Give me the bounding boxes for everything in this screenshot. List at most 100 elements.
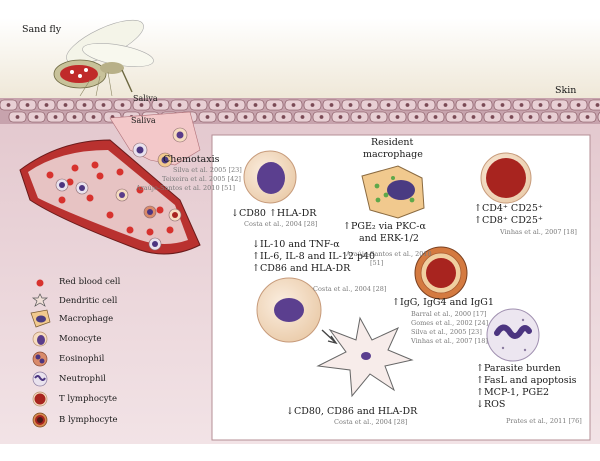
neutrophil-citation: Prates et al., 2011 [76] xyxy=(506,417,582,425)
skin-cell-nucleus xyxy=(395,115,400,119)
skin-cell-nucleus xyxy=(25,103,30,107)
panel-monocyte-cell xyxy=(243,150,297,204)
skin-cell-nucleus xyxy=(310,103,315,107)
bite-site xyxy=(109,111,201,166)
red-blood-cell xyxy=(91,161,99,169)
legend-label-neutrophil: Neutrophil xyxy=(59,374,106,384)
skin-cell-nucleus xyxy=(196,103,201,107)
skin-cell-nucleus xyxy=(547,115,552,119)
skin-cell-nucleus xyxy=(424,103,429,107)
legend-icons xyxy=(30,279,51,428)
migrating-cell-nucleus xyxy=(136,146,144,154)
white-blood-cell-nucleus xyxy=(59,182,65,188)
red-blood-cell xyxy=(156,206,164,214)
skin-cell-nucleus xyxy=(357,115,362,119)
skin-cell-nucleus xyxy=(101,103,106,107)
skin-cell-nucleus xyxy=(158,103,163,107)
skin-cell-nucleus xyxy=(414,115,419,119)
skin-cell-nucleus xyxy=(63,103,68,107)
b-lymphocyte-icon xyxy=(32,412,48,428)
skin-cell-nucleus xyxy=(300,115,305,119)
red-blood-cell xyxy=(106,211,114,219)
skin-cell-nucleus xyxy=(576,103,581,107)
white-blood-cell-nucleus xyxy=(172,212,178,218)
white-blood-cell-nucleus xyxy=(119,192,125,198)
skin-cell-nucleus xyxy=(243,115,248,119)
resident-macrophage-citation-2: [51] xyxy=(370,259,384,267)
skin-cell-nucleus xyxy=(15,115,20,119)
red-blood-cell xyxy=(86,194,94,202)
sand-fly-illustration xyxy=(53,19,154,97)
skin-cell-nucleus xyxy=(120,103,125,107)
skin-cell-nucleus xyxy=(82,103,87,107)
skin-cell-nucleus xyxy=(509,115,514,119)
t-lymphocyte-effect-2: ↑CD8⁺ CD25⁺ xyxy=(474,215,543,226)
skin-cell-nucleus xyxy=(585,115,590,119)
skin-cell-nucleus xyxy=(452,115,457,119)
macrophage2-citation: Costa et al., 2004 [28] xyxy=(313,285,387,293)
skin-cell-nucleus xyxy=(224,115,229,119)
saliva-label: Saliva xyxy=(131,116,156,125)
skin-cells xyxy=(0,99,600,123)
chemotaxis-title: Chemotaxis xyxy=(163,154,220,165)
legend-label-t-lymphocyte: T lymphocyte xyxy=(59,394,117,404)
skin-cell-nucleus xyxy=(272,103,277,107)
skin-cell-nucleus xyxy=(34,115,39,119)
skin-cell-nucleus xyxy=(72,115,77,119)
migrating-cell-nucleus xyxy=(176,131,184,139)
red-blood-cell-icon xyxy=(36,279,44,287)
resident-macrophage-effect-1: ↑PGE₂ via PKC-α xyxy=(343,221,426,232)
white-blood-cell-nucleus xyxy=(79,185,85,191)
panel-macrophage2-cell xyxy=(256,277,322,343)
t-lymphocyte-citation: Vinhas et al., 2007 [18] xyxy=(500,228,577,236)
skin-cell-nucleus xyxy=(291,103,296,107)
skin-cell-nucleus xyxy=(215,103,220,107)
skin-cell-nucleus xyxy=(557,103,562,107)
red-blood-cell xyxy=(96,172,104,180)
panel-neutrophil-cell xyxy=(486,308,540,362)
skin-cell-nucleus xyxy=(566,115,571,119)
neutrophil-effect-2: ↑FasL and apoptosis xyxy=(476,375,577,386)
legend-label-macrophage: Macrophage xyxy=(59,314,114,324)
t-lymphocyte-icon xyxy=(32,391,48,407)
skin-cell-nucleus xyxy=(262,115,267,119)
saliva-top-label: Saliva xyxy=(133,94,158,103)
legend-label-eosinophil: Eosinophil xyxy=(59,354,105,364)
legend-label-monocyte: Monocyte xyxy=(59,334,102,344)
neutrophil-effect-4: ↓ROS xyxy=(476,399,506,410)
monocyte-icon xyxy=(32,331,48,347)
skin-cell-nucleus xyxy=(481,103,486,107)
resident-macrophage-title-1: Resident xyxy=(371,137,414,148)
resident-macrophage-citation-1: Araújo-Santos et al., 2010 xyxy=(346,250,432,258)
red-blood-cell xyxy=(146,228,154,236)
resident-macrophage-title-2: macrophage xyxy=(363,149,423,160)
skin-cell-nucleus xyxy=(443,103,448,107)
b-lymphocyte-citation-4: Vinhas et al., 2007 [18] xyxy=(411,337,488,345)
skin-cell-nucleus xyxy=(53,115,58,119)
red-blood-cell xyxy=(136,186,144,194)
skin-cell-nucleus xyxy=(367,103,372,107)
skin-cell-nucleus xyxy=(528,115,533,119)
skin-cell-nucleus xyxy=(490,115,495,119)
panel-resident-macrophage-cell xyxy=(361,165,425,219)
b-lymphocyte-citation-1: Barral et al., 2000 [17] xyxy=(411,310,487,318)
monocyte-citation: Costa et al., 2004 [28] xyxy=(244,220,318,228)
red-blood-cell xyxy=(126,226,134,234)
skin-cell-nucleus xyxy=(405,103,410,107)
blood-vessel xyxy=(19,139,201,255)
skin-cell-nucleus xyxy=(376,115,381,119)
skin-cell-nucleus xyxy=(329,103,334,107)
skin-cell-nucleus xyxy=(538,103,543,107)
panel-dendritic-cell xyxy=(316,316,414,398)
skin-cell xyxy=(588,99,600,111)
skin-cell-nucleus xyxy=(234,103,239,107)
red-blood-cell xyxy=(46,171,54,179)
panel-b-lymphocyte-cell xyxy=(414,246,468,300)
skin-cell-nucleus xyxy=(500,103,505,107)
vessel-cells xyxy=(46,127,188,251)
red-blood-cell xyxy=(116,168,124,176)
white-blood-cell-nucleus xyxy=(147,209,153,215)
skin-cell-nucleus xyxy=(139,103,144,107)
